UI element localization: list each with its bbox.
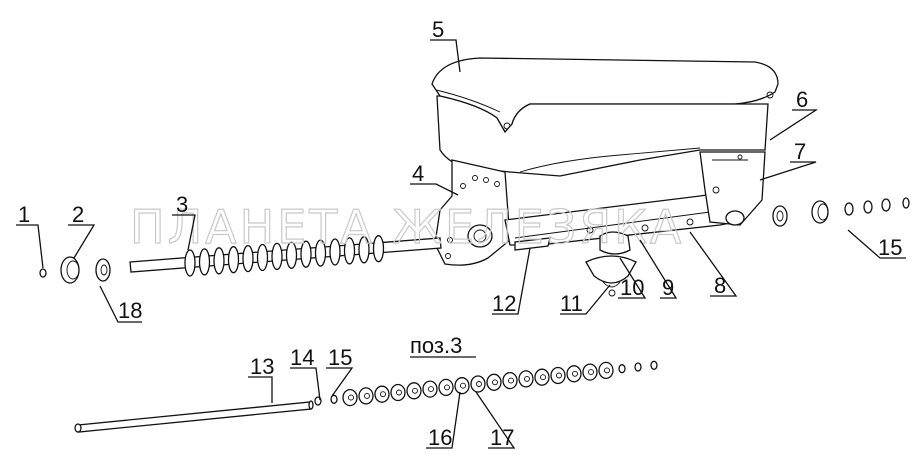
flight-hole (604, 367, 610, 374)
auger-flight (256, 243, 269, 272)
flight-hole (588, 369, 594, 376)
leader-lines (16, 39, 906, 449)
callout-9: 9 (662, 275, 674, 300)
auger-flight (285, 241, 298, 269)
auger-flight (300, 240, 312, 268)
flight-segment (650, 360, 658, 370)
flight-hole (348, 394, 354, 401)
callout-10: 10 (620, 275, 644, 300)
flight-hole (508, 377, 514, 384)
flight-segment (566, 365, 582, 383)
flight-segment (518, 370, 534, 388)
flight-hole (460, 382, 466, 389)
lower-shaft-detail (74, 360, 658, 433)
callout-1: 1 (18, 202, 30, 227)
auger-flight (271, 242, 283, 271)
flight-segment (534, 368, 550, 386)
flight-hole (444, 384, 450, 391)
auger-flight (198, 248, 211, 276)
flight-hole (412, 387, 418, 394)
auger-flight (184, 249, 196, 277)
auger-flight (343, 237, 356, 265)
flight-segment (342, 388, 358, 407)
callout-7: 7 (794, 139, 806, 164)
flight-segment (422, 380, 438, 398)
flight-segment (634, 362, 642, 372)
left-small-parts (39, 256, 111, 284)
flight-segment (486, 373, 502, 391)
callout-13: 13 (250, 354, 274, 379)
flight-hole (572, 370, 578, 377)
flight-segment (438, 378, 454, 397)
watermark: ПЛАНЕТА ЖЕЛЕЗЯКА (130, 200, 684, 254)
callout-2: 2 (72, 202, 84, 227)
flight-segment (390, 383, 406, 402)
flight-hole (476, 381, 482, 387)
callout-15-right: 15 (878, 235, 902, 260)
flight-segment (470, 375, 486, 393)
callout-18: 18 (118, 298, 142, 323)
auger-flight (227, 246, 240, 274)
callout-8: 8 (714, 273, 726, 298)
auger-flight (372, 235, 385, 263)
callout-6: 6 (796, 87, 808, 112)
auger-flight (242, 244, 254, 273)
callout-11: 11 (560, 291, 583, 316)
section-title: поз.3 (410, 333, 462, 358)
flight-segment (374, 385, 390, 403)
callout-15-lower: 15 (328, 345, 352, 370)
callout-17: 17 (490, 425, 514, 450)
flight-hole (556, 372, 562, 379)
flight-segment (618, 364, 626, 374)
callout-labels: 1 2 3 4 5 6 7 8 9 10 11 12 13 14 15 15 1… (18, 17, 902, 450)
flight-hole (364, 392, 370, 399)
flight-hole (492, 379, 498, 386)
callout-14: 14 (290, 345, 314, 370)
flight-segment (502, 371, 518, 390)
callout-12: 12 (492, 291, 516, 316)
auger-flight (329, 238, 341, 266)
flight-hole (396, 389, 402, 396)
flight-segment (598, 361, 614, 380)
callout-4: 4 (412, 161, 424, 186)
hopper-body (431, 57, 779, 177)
auger-flight (314, 239, 327, 267)
flight-hole (380, 391, 386, 398)
flight-segment (550, 366, 566, 385)
auger-flight (358, 236, 370, 264)
flight-segment (358, 387, 374, 405)
flight-segment (454, 377, 470, 395)
flight-hole (428, 386, 434, 393)
right-bearing-set (772, 197, 910, 227)
flight-hole (524, 375, 530, 382)
callout-16: 16 (428, 425, 452, 450)
flight-hole (540, 374, 546, 381)
flight-segment (582, 363, 598, 381)
auger-assembly (129, 235, 442, 277)
callout-5: 5 (432, 17, 444, 42)
callout-3: 3 (176, 192, 188, 217)
flight-segment (330, 394, 338, 404)
auger-flight (213, 247, 225, 275)
flight-segment (406, 382, 422, 400)
